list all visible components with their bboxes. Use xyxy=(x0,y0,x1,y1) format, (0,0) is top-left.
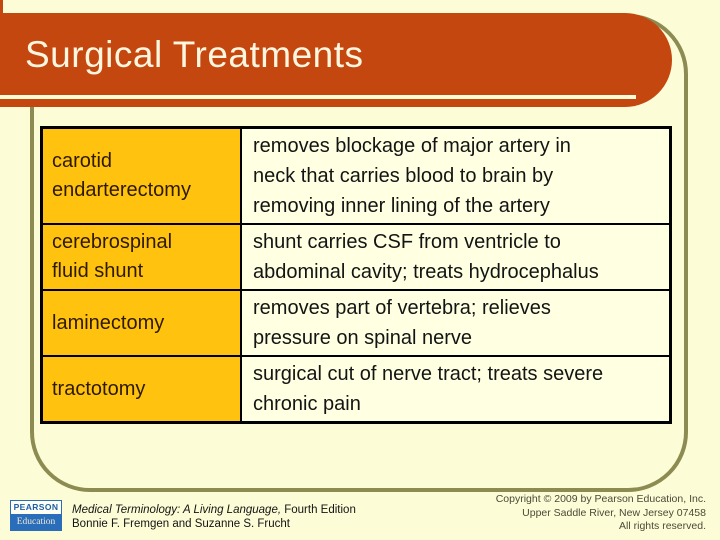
table-row: cerebrospinal fluid shunt shunt carries … xyxy=(40,223,672,291)
definition-cell: shunt carries CSF from ventricle to abdo… xyxy=(240,223,672,291)
table-row: carotid endarterectomy removes blockage … xyxy=(40,126,672,225)
term-cell: laminectomy xyxy=(40,289,242,357)
book-title-line: Medical Terminology: A Living Language, … xyxy=(72,503,356,517)
book-info: Medical Terminology: A Living Language, … xyxy=(72,503,356,531)
copyright-notice: Copyright © 2009 by Pearson Education, I… xyxy=(496,493,706,534)
term-cell: carotid endarterectomy xyxy=(40,126,242,225)
pearson-education-logo: PEARSON Education xyxy=(10,500,62,531)
definition-cell: removes blockage of major artery in neck… xyxy=(240,126,672,225)
definition-cell: surgical cut of nerve tract; treats seve… xyxy=(240,355,672,424)
logo-education-text: Education xyxy=(11,514,61,530)
terms-table: carotid endarterectomy removes blockage … xyxy=(40,126,672,424)
book-title: Medical Terminology: A Living Language, xyxy=(72,504,282,516)
copyright-line: Upper Saddle River, New Jersey 07458 xyxy=(522,506,706,519)
table-row: laminectomy removes part of vertebra; re… xyxy=(40,289,672,357)
table-row: tractotomy surgical cut of nerve tract; … xyxy=(40,355,672,424)
slide-title: Surgical Treatments xyxy=(25,34,364,75)
logo-pearson-text: PEARSON xyxy=(11,501,61,514)
book-authors: Bonnie F. Fremgen and Suzanne S. Frucht xyxy=(72,518,290,530)
title-bar: Surgical Treatments xyxy=(0,13,672,107)
term-cell: tractotomy xyxy=(40,355,242,424)
copyright-line: All rights reserved. xyxy=(619,520,706,532)
title-underline xyxy=(0,95,636,99)
term-cell: cerebrospinal fluid shunt xyxy=(40,223,242,291)
book-edition: Fourth Edition xyxy=(281,504,356,516)
copyright-line: Copyright © 2009 by Pearson Education, I… xyxy=(495,493,706,505)
definition-cell: removes part of vertebra; relieves press… xyxy=(240,289,672,357)
